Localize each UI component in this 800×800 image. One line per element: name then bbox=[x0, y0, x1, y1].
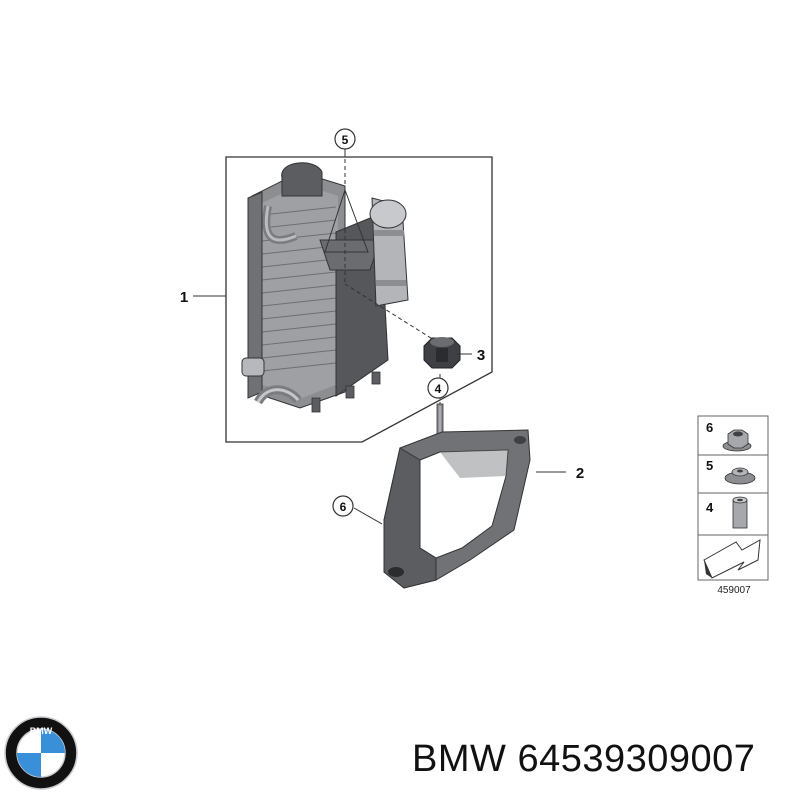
callout-2: 2 bbox=[576, 465, 584, 482]
legend-row-6: 6 bbox=[706, 420, 713, 435]
hardware-legend: 6 5 4 bbox=[697, 415, 769, 581]
svg-text:6: 6 bbox=[340, 500, 347, 514]
brand-name: BMW bbox=[412, 738, 507, 780]
bmw-logo-letters: BMW bbox=[30, 726, 53, 736]
legend-row-4: 4 bbox=[706, 500, 714, 515]
condenser-unit bbox=[241, 162, 409, 413]
assembly-frame bbox=[225, 156, 493, 443]
cage-nut-outline bbox=[324, 188, 369, 253]
part-number: 64539309007 bbox=[517, 738, 756, 780]
callout-1: 1 bbox=[180, 289, 188, 306]
svg-text:5: 5 bbox=[342, 133, 349, 147]
brand-part-number: BMW 64539309007 bbox=[412, 738, 755, 781]
callout-6-circle: 6 bbox=[332, 495, 354, 517]
callout-4-circle: 4 bbox=[427, 377, 449, 399]
legend-row-5: 5 bbox=[706, 458, 713, 473]
svg-text:4: 4 bbox=[435, 382, 442, 396]
leader-lines bbox=[193, 148, 566, 525]
bushing-icon bbox=[732, 496, 748, 529]
direction-arrow-icon bbox=[703, 539, 761, 579]
callout-5-circle: 5 bbox=[334, 128, 356, 150]
bmw-logo: BMW bbox=[4, 716, 78, 790]
flange-nut-icon bbox=[722, 429, 752, 452]
rubber-mount bbox=[423, 337, 461, 369]
diagram-code: 459007 bbox=[717, 585, 751, 596]
cage-nut-icon bbox=[724, 467, 756, 485]
support-bracket bbox=[383, 429, 531, 589]
callout-3: 3 bbox=[477, 347, 485, 364]
